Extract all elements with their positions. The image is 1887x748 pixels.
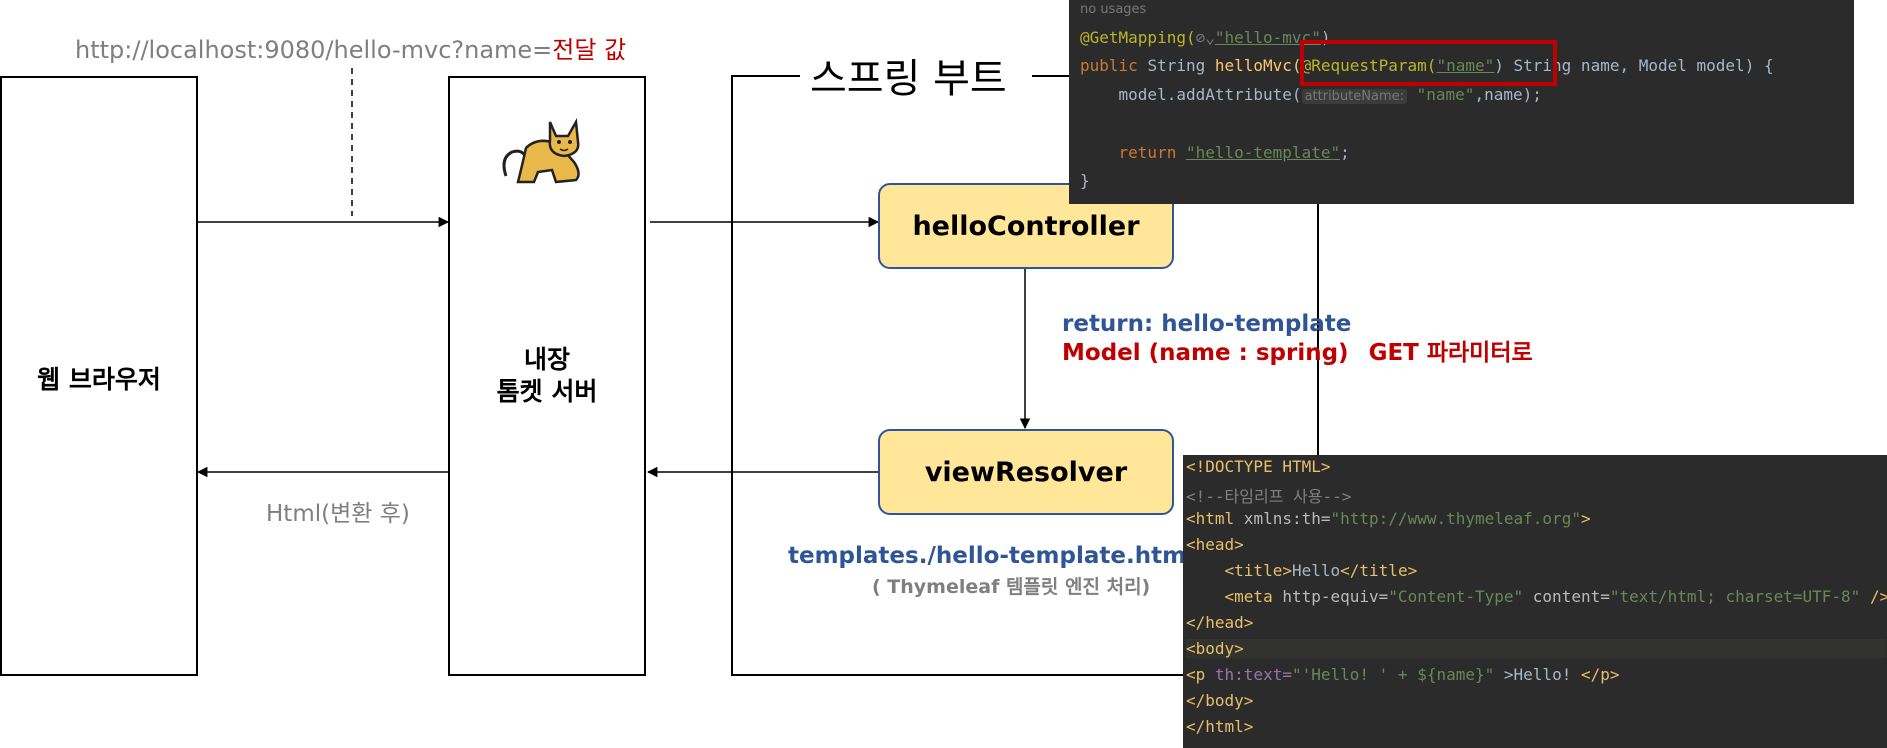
java-line-6: }	[1080, 171, 1090, 190]
html-line-10: </body>	[1186, 691, 1254, 710]
html-line-1: <!DOCTYPE HTML>	[1186, 457, 1331, 476]
tomcat-icon	[498, 117, 592, 188]
html-line-11: </html>	[1186, 717, 1254, 736]
html-line-2: <!--타임리프 사용-->	[1186, 487, 1352, 506]
web-browser-label: 웹 브라우저	[37, 365, 161, 394]
java-line-1: @GetMapping(⊘⌄"hello-mvc")	[1080, 28, 1331, 47]
request-param-highlight	[1300, 40, 1557, 86]
no-usages-hint: no usages	[1080, 2, 1147, 17]
tomcat-server-label: 내장 톰켓 서버	[448, 344, 646, 408]
url-prefix: http://localhost:9080/hello-mvc?name=	[75, 36, 553, 64]
html-converted-label: Html(변환 후)	[266, 501, 410, 527]
view-resolver-box: viewResolver	[878, 429, 1174, 515]
spring-boot-label: 스프링 부트	[810, 56, 1007, 102]
url-value: 전달 값	[552, 36, 627, 64]
html-line-3: <html xmlns:th="http://www.thymeleaf.org…	[1186, 509, 1591, 528]
html-line-9: <p th:text="'Hello! ' + ${name}" >Hello!…	[1186, 665, 1620, 684]
return-text: return: hello-template Model (name : spr…	[1062, 310, 1533, 368]
java-line-2: public String helloMvc(@RequestParam("na…	[1080, 56, 1774, 75]
model-line: Model (name : spring) GET 파라미터로	[1062, 339, 1533, 368]
tomcat-label-line2: 톰켓 서버	[496, 377, 598, 406]
html-line-6: <meta http-equiv="Content-Type" content=…	[1186, 587, 1887, 606]
get-param-text: GET 파라미터로	[1368, 340, 1533, 366]
java-controller-code-panel: no usages @GetMapping(⊘⌄"hello-mvc") pub…	[1069, 0, 1854, 204]
parameter-hint: attributeName:	[1301, 89, 1407, 104]
web-browser-box	[0, 76, 198, 676]
html-line-7: </head>	[1186, 613, 1254, 632]
html-line-8: <body>	[1186, 639, 1886, 658]
html-line-4: <head>	[1186, 535, 1244, 554]
tomcat-server-box	[448, 76, 646, 676]
mapping-gutter-icon: ⊘⌄	[1195, 28, 1215, 47]
html-line-5: <title>Hello</title>	[1186, 561, 1418, 580]
html-template-code-panel: <!DOCTYPE HTML> <!--타임리프 사용--> <html xml…	[1183, 455, 1887, 748]
return-template-line: return: hello-template	[1062, 311, 1352, 337]
template-path-line1: templates./hello-template.html	[788, 543, 1194, 569]
spring-boot-frame	[731, 75, 1185, 676]
template-path-line2: ( Thymeleaf 템플릿 엔진 처리)	[872, 576, 1151, 598]
model-text: Model (name : spring)	[1062, 340, 1349, 366]
tomcat-label-line1: 내장	[523, 345, 570, 374]
java-line-3: model.addAttribute(attributeName: "name"…	[1080, 85, 1542, 104]
java-line-5: return "hello-template";	[1080, 143, 1350, 162]
request-url: http://localhost:9080/hello-mvc?name=전달 …	[75, 30, 626, 65]
